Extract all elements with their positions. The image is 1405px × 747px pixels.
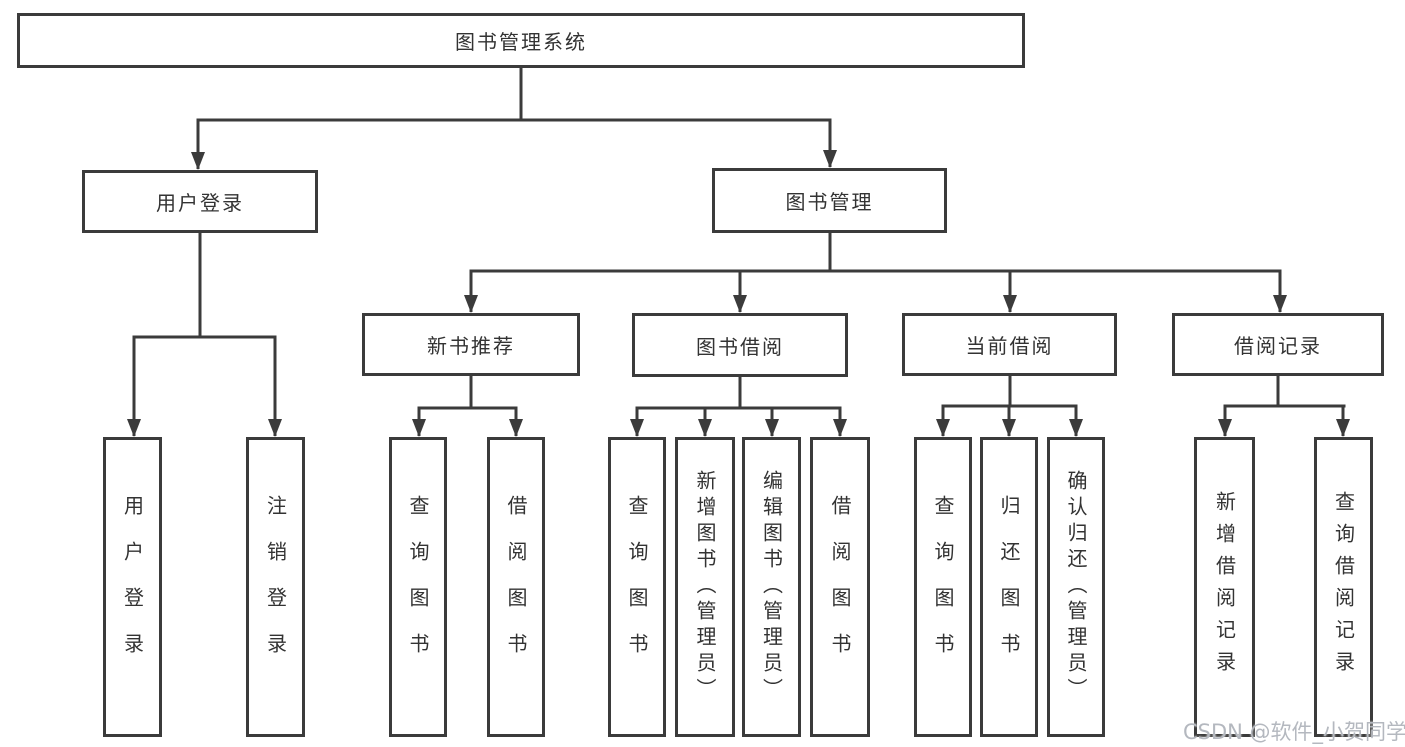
level3-node-new-book-recommend: 新书推荐 xyxy=(362,313,580,376)
leaf-node-add-books-admin: 新增图书（管理员） xyxy=(675,437,735,737)
leaf-node-edit-books-admin: 编辑图书（管理员） xyxy=(742,437,801,737)
level3-node-borrow-records: 借阅记录 xyxy=(1172,313,1384,376)
leaf-node-label: 借阅图书 xyxy=(828,495,852,679)
root-node-library-management-system: 图书管理系统 xyxy=(17,13,1025,68)
leaf-node-query-books-3: 查询图书 xyxy=(914,437,972,737)
level3-node-book-borrow: 图书借阅 xyxy=(632,313,848,377)
leaf-node-return-books: 归还图书 xyxy=(980,437,1038,737)
level3-node-label: 借阅记录 xyxy=(1234,334,1322,358)
leaf-node-label: 新增借阅记录 xyxy=(1212,491,1237,683)
level2-node-user-login: 用户登录 xyxy=(82,170,318,233)
leaf-node-borrow-books-1: 借阅图书 xyxy=(487,437,545,737)
leaf-node-label: 查询借阅记录 xyxy=(1331,491,1356,683)
leaf-node-logout: 注销登录 xyxy=(246,437,305,737)
leaf-node-label: 新增图书（管理员） xyxy=(693,470,717,704)
root-node-label: 图书管理系统 xyxy=(455,30,587,54)
leaf-node-label: 查询图书 xyxy=(625,495,649,679)
leaf-node-label: 编辑图书（管理员） xyxy=(759,470,784,704)
leaf-node-query-borrow-record: 查询借阅记录 xyxy=(1314,437,1373,737)
level2-node-label: 用户登录 xyxy=(156,191,244,215)
leaf-node-query-books-2: 查询图书 xyxy=(608,437,666,737)
leaf-node-label: 确认归还（管理员） xyxy=(1064,470,1088,704)
csdn-watermark: CSDN @软件_小贺同学 xyxy=(1183,720,1405,744)
leaf-node-label: 注销登录 xyxy=(263,495,288,679)
leaf-node-label: 查询图书 xyxy=(406,495,430,679)
leaf-node-borrow-books-2: 借阅图书 xyxy=(810,437,870,737)
leaf-node-add-borrow-record: 新增借阅记录 xyxy=(1194,437,1255,737)
leaf-node-label: 借阅图书 xyxy=(504,495,528,679)
level3-node-label: 新书推荐 xyxy=(427,334,515,358)
leaf-node-label: 归还图书 xyxy=(997,495,1021,679)
leaf-node-user-login: 用户登录 xyxy=(103,437,162,737)
level3-node-label: 图书借阅 xyxy=(696,334,784,359)
leaf-node-confirm-return-admin: 确认归还（管理员） xyxy=(1047,437,1105,737)
leaf-node-query-books-1: 查询图书 xyxy=(389,437,447,737)
leaf-node-label: 用户登录 xyxy=(120,495,145,679)
level2-node-label: 图书管理 xyxy=(785,190,874,214)
level3-node-current-borrow: 当前借阅 xyxy=(902,313,1117,376)
level3-node-label: 当前借阅 xyxy=(965,334,1054,358)
level2-node-book-management: 图书管理 xyxy=(712,168,947,233)
leaf-node-label: 查询图书 xyxy=(931,495,955,679)
